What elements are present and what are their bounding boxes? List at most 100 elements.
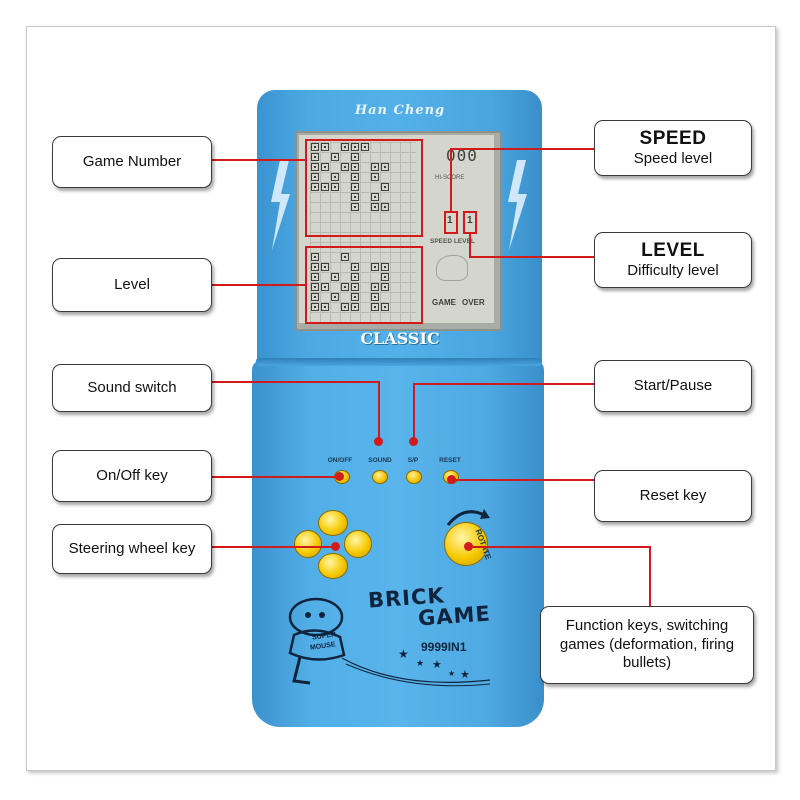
callout-game-number-text: Game Number xyxy=(82,152,182,170)
lcd-block xyxy=(331,273,339,281)
callout-reset-key: Reset key xyxy=(594,470,752,522)
left-lightning-icon xyxy=(271,160,290,250)
level-value: 1 xyxy=(467,215,473,226)
callout-on-off-key: On/Off key xyxy=(52,450,212,502)
level-value-highlight xyxy=(463,211,477,234)
lcd-block xyxy=(351,153,359,161)
lcd-block xyxy=(341,163,349,171)
leader-function-h xyxy=(468,546,650,548)
hi-score-label: HI-SCORE xyxy=(435,175,464,181)
leader-level-horizontal xyxy=(469,256,594,258)
leader-speed-horizontal xyxy=(450,148,594,150)
callout-on-off-key-text: On/Off key xyxy=(96,466,168,484)
callout-start-pause: Start/Pause xyxy=(594,360,752,412)
lcd-block xyxy=(361,143,369,151)
callout-speed-title: SPEED xyxy=(639,127,707,149)
lcd-block xyxy=(371,303,379,311)
level-highlight xyxy=(305,246,423,324)
swoosh-stars-icon: ★ ★ ★ ★ ★ xyxy=(341,647,491,687)
lcd-block xyxy=(311,163,319,171)
lcd-block xyxy=(381,263,389,271)
leader-reset xyxy=(452,479,594,481)
lcd-block xyxy=(381,203,389,211)
dpad-right-button[interactable] xyxy=(344,530,372,558)
callout-game-number: Game Number xyxy=(52,136,212,188)
svg-text:★: ★ xyxy=(448,669,455,678)
super-mouse-mascot-icon xyxy=(288,597,346,685)
right-lightning-icon xyxy=(508,160,527,250)
lcd-block xyxy=(381,183,389,191)
game-label: GAME xyxy=(432,298,456,307)
callout-level-desc: Difficulty level xyxy=(627,261,719,279)
sp-label: S/P xyxy=(407,457,419,464)
lcd-block xyxy=(311,253,319,261)
lcd-block xyxy=(321,143,329,151)
lcd-block xyxy=(381,283,389,291)
lcd-block xyxy=(371,283,379,291)
lcd-block xyxy=(351,273,359,281)
lcd-block xyxy=(311,303,319,311)
callout-steering-text: Steering wheel key xyxy=(68,539,196,557)
model-label: 9999IN1 xyxy=(421,640,467,654)
callout-steering-wheel-key: Steering wheel key xyxy=(52,524,212,574)
leader-sp-h xyxy=(413,383,594,385)
lcd-block xyxy=(331,293,339,301)
sound-pointer-dot xyxy=(374,437,383,446)
leader-steering xyxy=(212,546,334,548)
lcd-block xyxy=(331,183,339,191)
lcd-block xyxy=(351,173,359,181)
leader-level-vertical xyxy=(469,233,471,257)
callout-function-keys-text: Function keys, switching games (deformat… xyxy=(559,616,735,672)
lcd-block xyxy=(371,263,379,271)
svg-text:★: ★ xyxy=(416,658,424,668)
dpad-up-button[interactable] xyxy=(318,510,348,536)
dpad-left-button[interactable] xyxy=(294,530,322,558)
lcd-block xyxy=(311,273,319,281)
lcd-block xyxy=(381,273,389,281)
lcd-block xyxy=(321,283,329,291)
lcd-block xyxy=(311,173,319,181)
callout-speed: SPEED Speed level xyxy=(594,120,752,176)
lcd-block xyxy=(311,143,319,151)
leader-function-v xyxy=(649,546,651,608)
callout-sound-switch-text: Sound switch xyxy=(87,378,177,396)
callout-speed-desc: Speed level xyxy=(633,149,713,167)
lcd-block xyxy=(321,183,329,191)
sound-button[interactable] xyxy=(372,470,388,484)
lcd-block xyxy=(381,303,389,311)
lcd-block xyxy=(351,263,359,271)
steering-pointer-dot xyxy=(331,542,340,551)
callout-function-keys: Function keys, switching games (deformat… xyxy=(540,606,754,684)
speed-value: 1 xyxy=(447,215,453,226)
mascot-sprite xyxy=(436,255,468,281)
lcd-block xyxy=(371,163,379,171)
lcd-block xyxy=(351,183,359,191)
on-off-pointer-dot xyxy=(335,472,344,481)
lcd-block xyxy=(371,203,379,211)
leader-sound-h xyxy=(212,381,379,383)
lcd-block xyxy=(321,263,329,271)
lcd-block xyxy=(341,283,349,291)
leader-sp-v xyxy=(413,383,415,441)
brand-logo: Han Cheng xyxy=(354,103,446,118)
lcd-block xyxy=(311,283,319,291)
start-pause-button[interactable] xyxy=(406,470,422,484)
game-number-highlight xyxy=(305,139,423,237)
sp-pointer-dot xyxy=(409,437,418,446)
lcd-block xyxy=(371,173,379,181)
device-hinge xyxy=(256,358,542,366)
callout-level-difficulty: LEVEL Difficulty level xyxy=(594,232,752,288)
score-digits: 000 xyxy=(446,146,478,165)
lcd-block xyxy=(351,193,359,201)
leader-on-off xyxy=(212,476,338,478)
lcd-block xyxy=(321,303,329,311)
lcd-block xyxy=(311,183,319,191)
dpad-down-button[interactable] xyxy=(318,553,348,579)
lcd-block xyxy=(351,163,359,171)
lcd-block xyxy=(351,203,359,211)
lcd-block xyxy=(321,163,329,171)
callout-start-pause-text: Start/Pause xyxy=(633,376,713,394)
lcd-block xyxy=(371,193,379,201)
on-off-label: ON/OFF xyxy=(327,457,353,464)
game-title: GAME xyxy=(417,601,492,631)
